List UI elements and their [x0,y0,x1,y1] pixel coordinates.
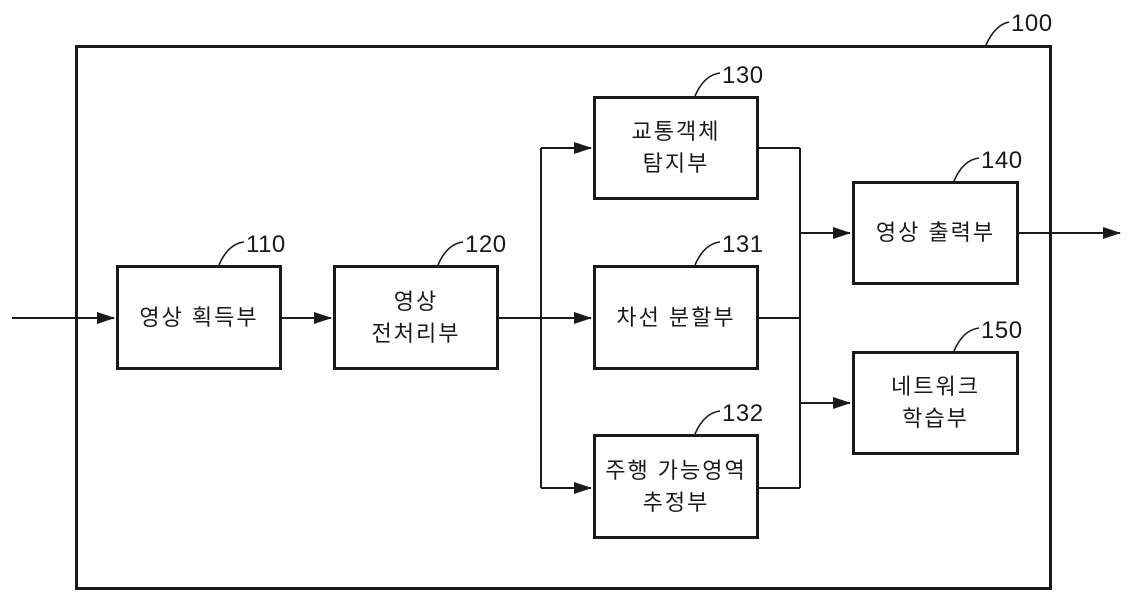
ref-label-132: 132 [722,400,764,427]
ref-label-120: 120 [465,231,507,258]
leader-132 [694,410,721,435]
block-131-lane-segmentation: 차선 분할부 [593,265,759,370]
leader-131 [694,241,721,266]
ref-label-110: 110 [246,231,286,258]
ref-label-100: 100 [1011,10,1053,37]
system-boundary-100 [75,45,1052,590]
leader-100 [985,21,1010,46]
ref-label-150: 150 [981,317,1023,344]
ref-label-131: 131 [722,231,764,258]
block-140-image-output: 영상 출력부 [852,181,1019,285]
block-110-label: 영상 획득부 [139,304,259,330]
leader-110 [218,241,245,266]
ref-label-130: 130 [722,62,764,89]
leader-130 [694,72,721,97]
ref-label-140: 140 [981,147,1023,174]
block-131-label: 차선 분할부 [616,304,736,330]
leader-140 [953,157,980,182]
block-110-image-acquisition: 영상 획득부 [116,265,282,370]
leader-150 [953,327,980,352]
leader-120 [437,241,464,266]
block-140-label: 영상 출력부 [875,220,996,245]
